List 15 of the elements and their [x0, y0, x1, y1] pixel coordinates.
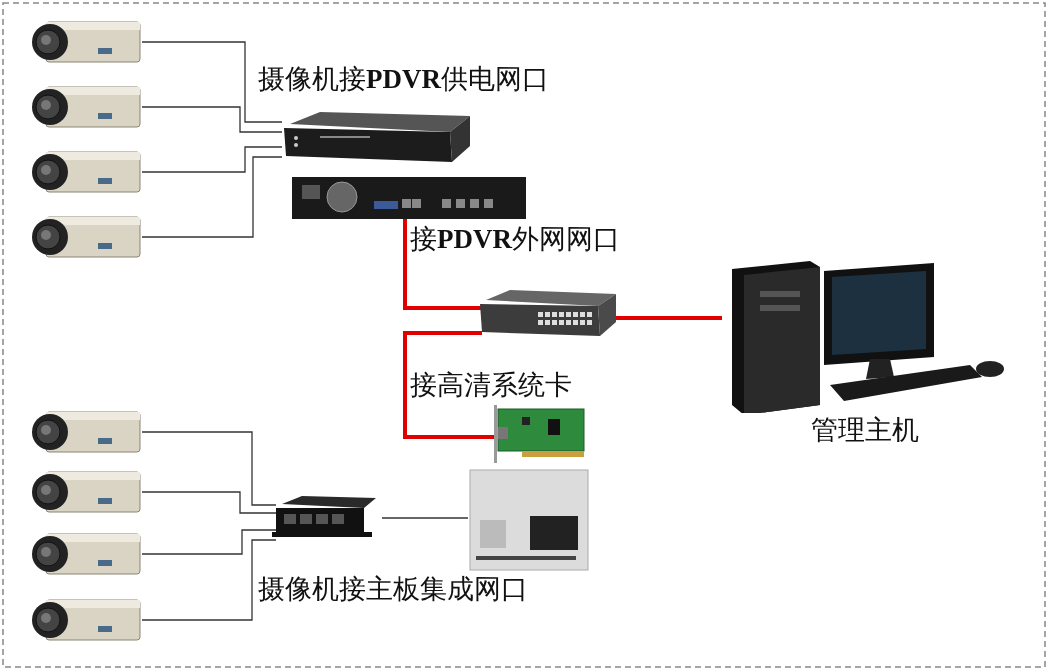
- connector-line: [141, 431, 277, 506]
- connector-line: [141, 41, 283, 123]
- connector-line: [141, 529, 277, 555]
- cable-line: [616, 316, 722, 320]
- connector-line: [141, 491, 277, 514]
- annotation-text: 摄像机接主板集成网口: [258, 573, 528, 606]
- cable-line: [403, 331, 494, 439]
- cable-line: [403, 219, 482, 310]
- node-label: 管理主机: [810, 414, 920, 447]
- connector-line: [381, 517, 469, 519]
- connector-line: [141, 146, 283, 173]
- connector-line: [141, 106, 283, 133]
- connector-line: [141, 539, 277, 621]
- annotation-text: 摄像机接PDVR供电网口: [258, 63, 549, 96]
- connector-line: [141, 156, 283, 238]
